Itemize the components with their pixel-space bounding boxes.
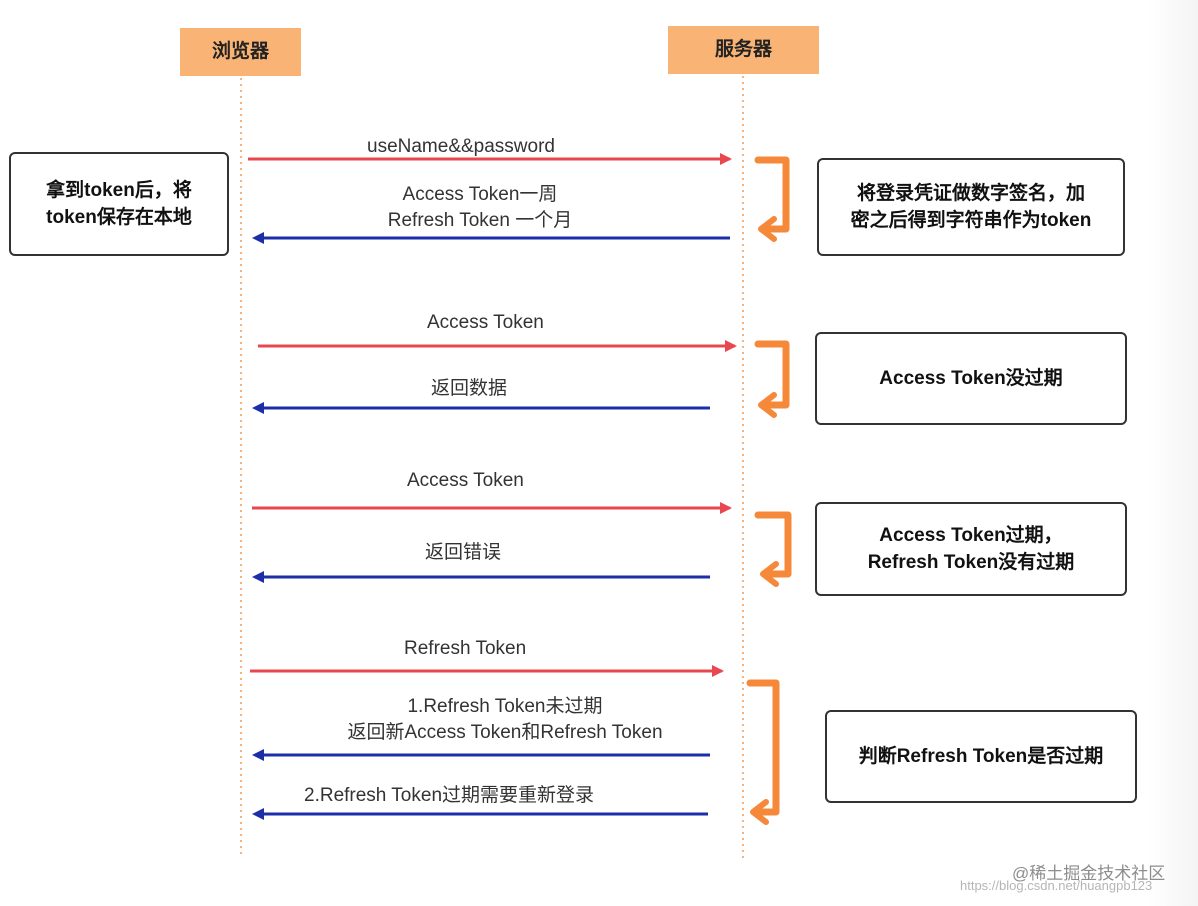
refresh-ok-label-line-1: 1.Refresh Token未过期 xyxy=(407,696,603,717)
browser-store-note: 拿到token后，将 token保存在本地 xyxy=(9,152,229,256)
self-loop-1 xyxy=(754,156,790,242)
refresh-ok-label-line-2: 返回新Access Token和Refresh Token xyxy=(347,722,663,743)
server-sign-note-line-1: 将登录凭证做数字签名，加 xyxy=(856,183,1085,204)
browser-store-note-line-2: token保存在本地 xyxy=(46,207,192,228)
refresh-check-note: 判断Refresh Token是否过期 xyxy=(825,710,1137,803)
browser-store-note-line-1: 拿到token后，将 xyxy=(46,180,192,201)
access-valid-note: Access Token没过期 xyxy=(815,332,1127,425)
access-request-label-1: Access Token xyxy=(427,312,544,333)
watermark-site: @稀土掘金技术社区 xyxy=(1012,864,1166,883)
server-sign-note: 将登录凭证做数字签名，加 密之后得到字符串作为token xyxy=(817,158,1125,256)
browser-participant: 浏览器 xyxy=(180,28,301,76)
return-data-label: 返回数据 xyxy=(431,378,508,399)
self-loop-3 xyxy=(754,511,792,587)
access-expired-note-line-1: Access Token过期， xyxy=(879,525,1063,546)
self-loop-4 xyxy=(746,679,780,825)
refresh-expired-label: 2.Refresh Token过期需要重新登录 xyxy=(304,785,595,806)
server-participant: 服务器 xyxy=(668,26,819,74)
watermark-url: https://blog.csdn.net/huangpb123 xyxy=(960,878,1153,893)
access-expired-note-line-2: Refresh Token没有过期 xyxy=(867,552,1075,573)
self-loop-2 xyxy=(754,340,790,418)
refresh-check-note-text: 判断Refresh Token是否过期 xyxy=(858,746,1104,767)
login-label: useName&&password xyxy=(367,136,555,157)
return-error-label: 返回错误 xyxy=(425,542,502,563)
access-valid-note-text: Access Token没过期 xyxy=(879,368,1063,389)
page-edge-shade xyxy=(1148,0,1198,906)
refresh-request-label: Refresh Token xyxy=(404,638,527,659)
server-sign-note-line-2: 密之后得到字符串作为token xyxy=(850,210,1092,231)
refresh-ok-label: 1.Refresh Token未过期 返回新Access Token和Refre… xyxy=(315,694,695,746)
token-issued-label-line-2: Refresh Token 一个月 xyxy=(387,210,573,231)
access-expired-note: Access Token过期， Refresh Token没有过期 xyxy=(815,502,1127,596)
token-issued-label: Access Token一周 Refresh Token 一个月 xyxy=(360,182,600,234)
access-request-label-2: Access Token xyxy=(407,470,524,491)
token-issued-label-line-1: Access Token一周 xyxy=(402,184,558,205)
